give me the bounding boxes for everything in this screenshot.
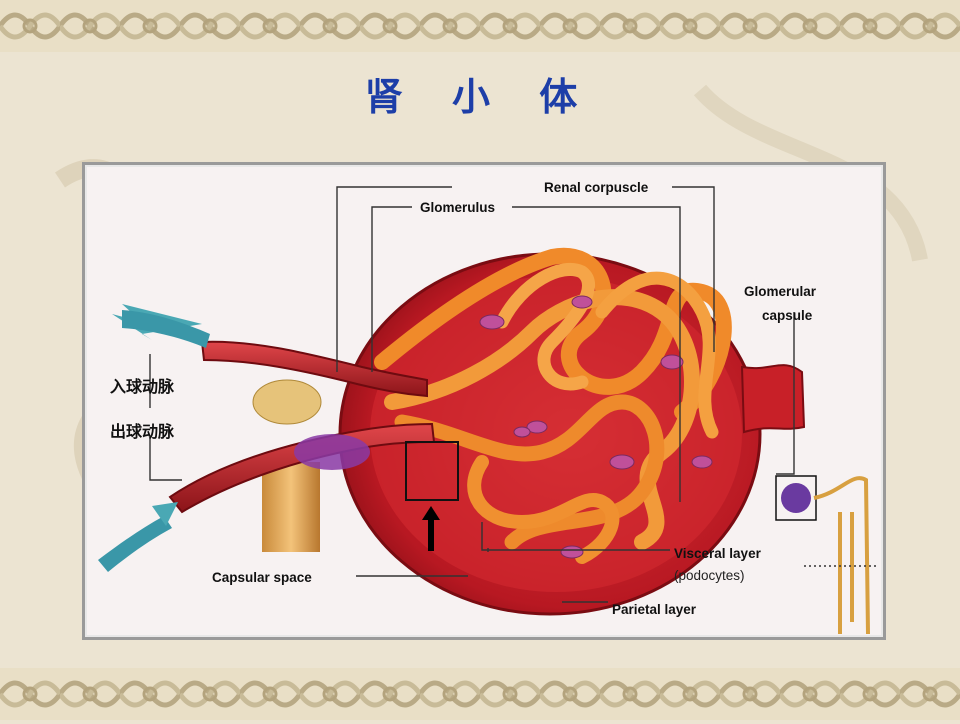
inset-glomerulus <box>781 483 811 513</box>
juxtaglomerular-cells <box>294 434 370 470</box>
inset-nephron-tubule <box>813 476 870 635</box>
macula-densa <box>252 379 322 425</box>
label-visceral-layer: Visceral layer <box>674 546 762 561</box>
efferent-arteriole-vessel <box>168 422 436 514</box>
label-parietal-layer: Parietal layer <box>612 602 697 617</box>
leader-lines <box>149 186 878 603</box>
label-capsular-space: Capsular space <box>212 570 312 585</box>
label-afferent-arteriole: 入球动脉 <box>110 377 175 396</box>
label-glomerular-capsule-2: capsule <box>762 308 813 323</box>
slide-title: 肾 小 体 <box>364 74 596 119</box>
label-glomerulus: Glomerulus <box>420 200 495 215</box>
flow-arrow-icon <box>122 310 210 348</box>
tubule-segment <box>262 462 320 552</box>
flow-arrow-icon <box>152 502 178 526</box>
label-podocytes: (podocytes) <box>674 568 745 583</box>
label-glomerular-capsule-1: Glomerular <box>744 284 817 299</box>
flow-arrow-icon <box>98 516 172 572</box>
afferent-arteriole-vessel <box>200 340 428 398</box>
renal-corpuscle-diagram: Renal corpuscle Glomerulus Glomerular ca… <box>98 180 878 635</box>
proximal-tubule-outlet <box>740 364 806 434</box>
top-ornament-border <box>0 0 960 52</box>
label-efferent-arteriole: 出球动脉 <box>110 422 175 441</box>
bottom-ornament-border <box>0 668 960 720</box>
highlight-box <box>405 441 459 501</box>
podocytes <box>479 295 713 559</box>
arrow-up-icon <box>422 506 440 551</box>
label-renal-corpuscle: Renal corpuscle <box>544 180 649 195</box>
